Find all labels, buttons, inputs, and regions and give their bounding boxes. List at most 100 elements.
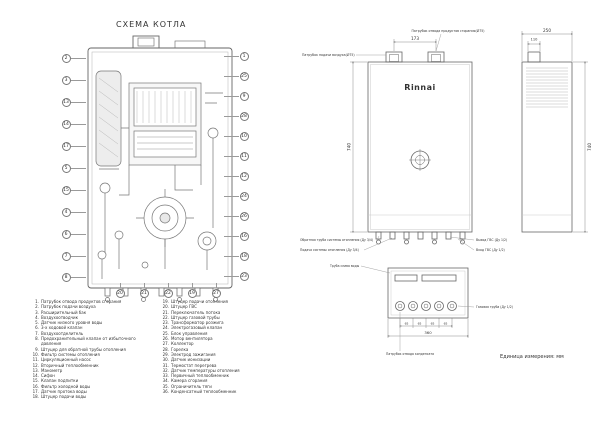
legend-item: 12.Вторичный теплообменник [30, 363, 148, 368]
dimension-drawings: Rinnai [300, 28, 592, 356]
callout-10: 10 [239, 131, 249, 141]
callout-19: 19 [187, 288, 197, 298]
legend-item-number: 18. [32, 394, 39, 400]
callout-21: 21 [139, 288, 149, 298]
callout-leader-line [144, 283, 145, 288]
legend-item-number: 15. [32, 378, 39, 384]
legend-item-text: Штуцер подачи воды [41, 394, 87, 400]
dim-bottom-seg-1: 65 [405, 322, 409, 326]
legend-item-text: Электрод зажигания [171, 351, 216, 357]
front-view [367, 51, 473, 245]
legend-item-number: 3. [35, 309, 39, 315]
internal-components [95, 70, 223, 279]
legend-item-number: 26. [162, 336, 169, 342]
callout-23: 23 [239, 271, 249, 281]
legend-item: 32.Датчик температуры отопления [160, 368, 278, 373]
legend-item: 20.Штуцер ГВС [160, 304, 278, 309]
legend-item: 31.Термостат перегрева [160, 363, 278, 368]
legend-item-number: 8. [35, 336, 39, 342]
bottom-view [387, 267, 469, 319]
legend-item-text: Датчик низкого уровня воды [41, 320, 103, 326]
legend-item-text: Горелка [171, 346, 189, 352]
label-flue-outlet: Патрубок отвода продуктов сгорания(Ø75) [411, 28, 484, 33]
callout-26: 26 [239, 211, 249, 221]
legend-item-text: Трансформатор розжига [171, 320, 224, 326]
legend-item-number: 30. [162, 357, 169, 363]
legend-item-text: Патрубок подачи воздуха [41, 304, 96, 310]
legend-item-text: Конденсатный теплообменник [171, 389, 237, 395]
legend-item: 22.Штуцер газовой трубы [160, 315, 278, 320]
legend-item-number: 24. [162, 325, 169, 331]
legend-item: 27.Коллектор [160, 341, 278, 346]
dim-side-height: 740 [587, 143, 592, 151]
legend-item-text: Коллектор [171, 341, 194, 347]
callout-leader-line [71, 234, 86, 235]
legend-item-number: 19. [162, 299, 169, 304]
legend-item: 33.Первичный теплообменник [160, 373, 278, 378]
callout-leader-line [224, 56, 239, 57]
callout-leader-line [224, 176, 239, 177]
callout-16: 16 [239, 231, 249, 241]
legend-item-text: Циркуляционный насос [41, 357, 91, 363]
legend-item-text: Предохранительный клапан от избыточного … [41, 336, 136, 347]
legend-item-number: 7. [35, 330, 39, 336]
callout-leader-line [71, 58, 86, 59]
callout-24: 24 [239, 191, 249, 201]
boiler-schematic-drawing [87, 35, 233, 302]
legend-item-text: Сифон [41, 373, 55, 379]
legend-item-number: 36. [162, 389, 169, 395]
legend-item: 21.Переключатель потока [160, 310, 278, 315]
legend-item: 17.Датчик протока воды [30, 389, 148, 394]
callout-25: 25 [239, 71, 249, 81]
callout-leader-line [224, 256, 239, 257]
label-air-inlet: Патрубок подачи воздуха(Ø75) [302, 52, 355, 57]
legend-item-text: Термостат перегрева [171, 362, 217, 368]
callout-leader-line [120, 283, 121, 288]
legend-item-number: 22. [162, 314, 169, 320]
legend-item-text: 3-х ходовой клапан [41, 325, 83, 331]
callout-leader-line [224, 76, 239, 77]
dimension-lines [350, 31, 588, 338]
legend-item: 10.Фильтр системы отопления [30, 352, 148, 357]
legend-item: 4.Воздухоотводчик [30, 315, 148, 320]
callout-28: 28 [239, 111, 249, 121]
legend-item-text: Расширительный бак [41, 309, 87, 315]
callout-leader-line [224, 96, 239, 97]
legend-item: 30.Датчик ионизации [160, 357, 278, 362]
callout-leader-line [71, 102, 86, 103]
callout-5: 5 [61, 163, 71, 173]
label-drain: Труба слива воды [329, 264, 360, 268]
callout-13: 13 [61, 97, 71, 107]
legend-item-number: 35. [162, 383, 169, 389]
legend-item: 7.Воздухоотделитель [30, 331, 148, 336]
legend-item-text: Манометр [41, 367, 63, 373]
legend-item: 34.Камера сгорания [160, 378, 278, 383]
dim-bottom-seg-3: 65 [431, 322, 435, 326]
legend-item: 26.Мотор вентилятора [160, 336, 278, 341]
callout-14: 14 [61, 119, 71, 129]
legend-item-text: Патрубок отвода продуктов сгорания [41, 299, 122, 304]
label-gas: Газовая труба (Ду 1/2) [476, 305, 513, 309]
legend-item-text: Фильтр системы отопления [41, 351, 100, 357]
legend-item-number: 34. [162, 378, 169, 384]
callout-leader-line [224, 276, 239, 277]
callout-leader-line [224, 236, 239, 237]
callout-9: 9 [239, 91, 249, 101]
callout-leader-line [216, 283, 217, 288]
label-ch-supply: Подача системы отопления (Ду 3/4) [300, 248, 359, 252]
legend-item-number: 4. [35, 314, 39, 320]
legend-item: 35.Ограничитель тяги [160, 384, 278, 389]
callout-2: 2 [61, 53, 71, 63]
legend-item-text: Датчик протока воды [41, 389, 87, 395]
callout-11: 11 [239, 151, 249, 161]
legend-item-number: 33. [162, 373, 169, 379]
callout-7: 7 [61, 251, 71, 261]
callout-leader-line [224, 196, 239, 197]
callout-1: 1 [239, 51, 249, 61]
legend-item-text: Штуцер для обратной трубы отопления [41, 346, 126, 352]
legend-item-text: Ограничитель тяги [171, 383, 212, 389]
legend-item-number: 31. [162, 362, 169, 368]
callout-leader-line [192, 283, 193, 288]
label-ch-return: Обратная труба системы отопления (Ду 3/4… [300, 238, 373, 242]
